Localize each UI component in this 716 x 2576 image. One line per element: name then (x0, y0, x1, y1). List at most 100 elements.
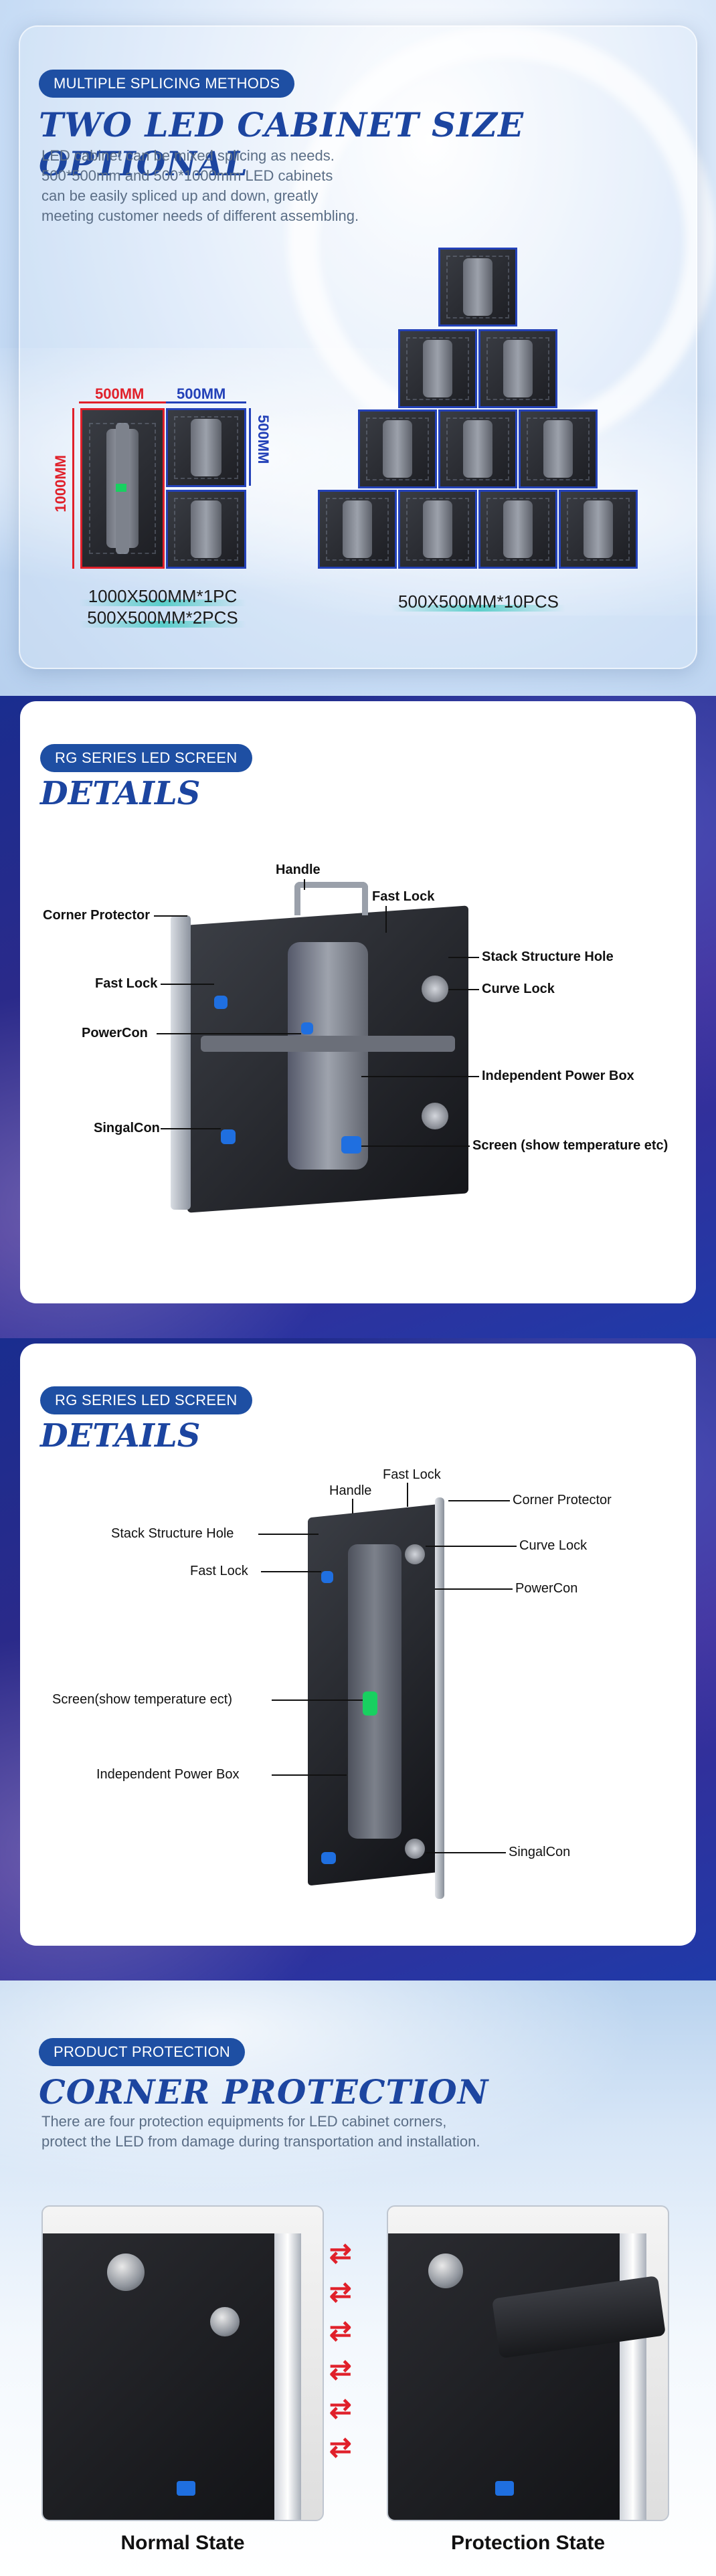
powercon-graphic (301, 1022, 313, 1034)
cabinet-edge-graphic (620, 2233, 646, 2520)
label-corner-protector: Corner Protector (513, 1493, 612, 1507)
power-box-graphic (288, 942, 368, 1170)
arrow-icon: ⇄ (329, 2433, 352, 2462)
status-indicator (116, 484, 126, 492)
normal-state-photo (41, 2205, 324, 2521)
details-badge: RG SERIES LED SCREEN (40, 744, 252, 772)
singalcon-graphic (221, 1129, 236, 1144)
details-section-1: RG SERIES LED SCREEN DETAILS Handle Fast… (0, 696, 716, 1338)
caption-underline (79, 621, 246, 628)
cross-bar-graphic (201, 1036, 455, 1052)
singalcon-graphic (405, 1839, 425, 1859)
normal-state-label: Normal State (120, 2532, 245, 2554)
cabinet-spine (116, 422, 129, 555)
caption-underline (79, 600, 246, 606)
splicing-desc-line: LED cabinet can be mixed splicing as nee… (41, 147, 335, 164)
screen-graphic (341, 1136, 361, 1154)
label-independent-power-box: Independent Power Box (482, 1069, 634, 1083)
arrow-icon: ⇄ (329, 2239, 352, 2268)
curve-lock-graphic (210, 2307, 240, 2336)
label-screen: Screen (show temperature etc) (472, 1138, 668, 1153)
splicing-title: TWO LED CABINET SIZE OPTIONAL (39, 105, 525, 183)
leader-line (272, 1699, 363, 1701)
label-curve-lock: Curve Lock (482, 982, 555, 996)
leader-line (361, 1076, 479, 1077)
splicing-badge: MULTIPLE SPLICING METHODS (39, 70, 295, 98)
height-dimension-line-blue (249, 408, 251, 486)
handle-graphic (294, 882, 368, 915)
leader-line (448, 1500, 510, 1501)
protection-state-label: Protection State (450, 2532, 606, 2554)
leader-line (435, 1588, 513, 1590)
caption-right: 500X500MM*10PCS (398, 591, 559, 612)
details-card: RG SERIES LED SCREEN DETAILS Fast Lock H… (20, 1344, 696, 1946)
glow-decoration (0, 1981, 716, 2221)
label-fast-lock-left: Fast Lock (95, 976, 158, 991)
protection-badge: PRODUCT PROTECTION (39, 2038, 246, 2066)
curve-lock-graphic (405, 1544, 425, 1564)
cabinet-500x500 (166, 490, 246, 569)
arrow-icon: ⇄ (329, 2394, 352, 2423)
width-dimension-blue: 500MM (177, 385, 226, 402)
label-fast-lock-top: Fast Lock (372, 889, 435, 904)
caption-left-2: 500X500MM*2PCS (87, 608, 238, 628)
fast-lock-graphic (214, 996, 228, 1009)
arrow-icon: ⇄ (329, 2355, 352, 2385)
label-independent-power-box: Independent Power Box (96, 1767, 240, 1782)
label-fast-lock-left: Fast Lock (190, 1564, 248, 1578)
label-singalcon: SingalCon (509, 1845, 571, 1859)
protection-desc-line: There are four protection equipments for… (41, 2113, 447, 2130)
cabinet-side-edge (171, 915, 191, 1210)
arrow-icon: ⇄ (329, 2278, 352, 2307)
details-title: DETAILS (40, 1417, 201, 1455)
cabinet-500x500 (398, 329, 477, 408)
leader-line (154, 915, 187, 917)
leader-line (426, 1852, 506, 1853)
splicing-desc-line: can be easily spliced up and down, great… (41, 187, 319, 204)
leader-line (426, 1546, 517, 1547)
label-handle: Handle (329, 1483, 372, 1498)
cabinet-500x500 (438, 409, 517, 488)
corner-protection-section: PRODUCT PROTECTION CORNER PROTECTION The… (0, 1981, 716, 2576)
connector-graphic (321, 1852, 336, 1864)
cabinet-500x500 (559, 490, 638, 569)
cabinet-500x500 (398, 490, 477, 569)
label-fast-lock: Fast Lock (383, 1467, 441, 1482)
cabinet-500x500 (519, 409, 598, 488)
details-title: DETAILS (40, 775, 201, 812)
cabinet-500x500 (358, 409, 437, 488)
cabinet-side-edge (435, 1497, 444, 1899)
label-powercon: PowerCon (82, 1026, 148, 1040)
height-dimension-red: 1000MM (52, 455, 69, 513)
cabinet-1000x500 (80, 408, 165, 569)
cabinet-corner-graphic (388, 2233, 629, 2520)
details-badge: RG SERIES LED SCREEN (40, 1386, 252, 1414)
leader-line (161, 984, 214, 985)
curve-lock-graphic (422, 976, 448, 1002)
label-singalcon: SingalCon (94, 1121, 160, 1135)
leader-line (157, 1033, 301, 1034)
details-section-2: RG SERIES LED SCREEN DETAILS Fast Lock H… (0, 1338, 716, 1981)
height-dimension-line (72, 408, 74, 569)
splicing-section: MULTIPLE SPLICING METHODS TWO LED CABINE… (0, 0, 716, 696)
height-dimension-blue: 500MM (255, 415, 272, 464)
leader-line (361, 1145, 470, 1147)
label-corner-protector: Corner Protector (43, 908, 151, 923)
leader-line (385, 906, 387, 933)
cabinet-corner-graphic (43, 2233, 284, 2520)
cabinet-500x500 (166, 408, 246, 487)
fast-lock-graphic (321, 1571, 333, 1583)
connector-graphic (422, 1103, 448, 1129)
width-dimension-line (79, 401, 166, 403)
cabinet-500x500 (478, 490, 557, 569)
width-dimension-line-blue (166, 401, 246, 403)
screen-graphic (363, 1691, 377, 1716)
corner-lock-graphic (107, 2253, 145, 2291)
label-handle: Handle (276, 862, 321, 877)
cabinet-500x500 (438, 248, 517, 327)
splicing-desc-line: meeting customer needs of different asse… (41, 207, 359, 224)
label-screen: Screen(show temperature ect) (52, 1692, 233, 1707)
cabinet-500x500 (478, 329, 557, 408)
leader-line (304, 879, 305, 890)
details-card: RG SERIES LED SCREEN DETAILS Handle Fast… (20, 701, 696, 1303)
